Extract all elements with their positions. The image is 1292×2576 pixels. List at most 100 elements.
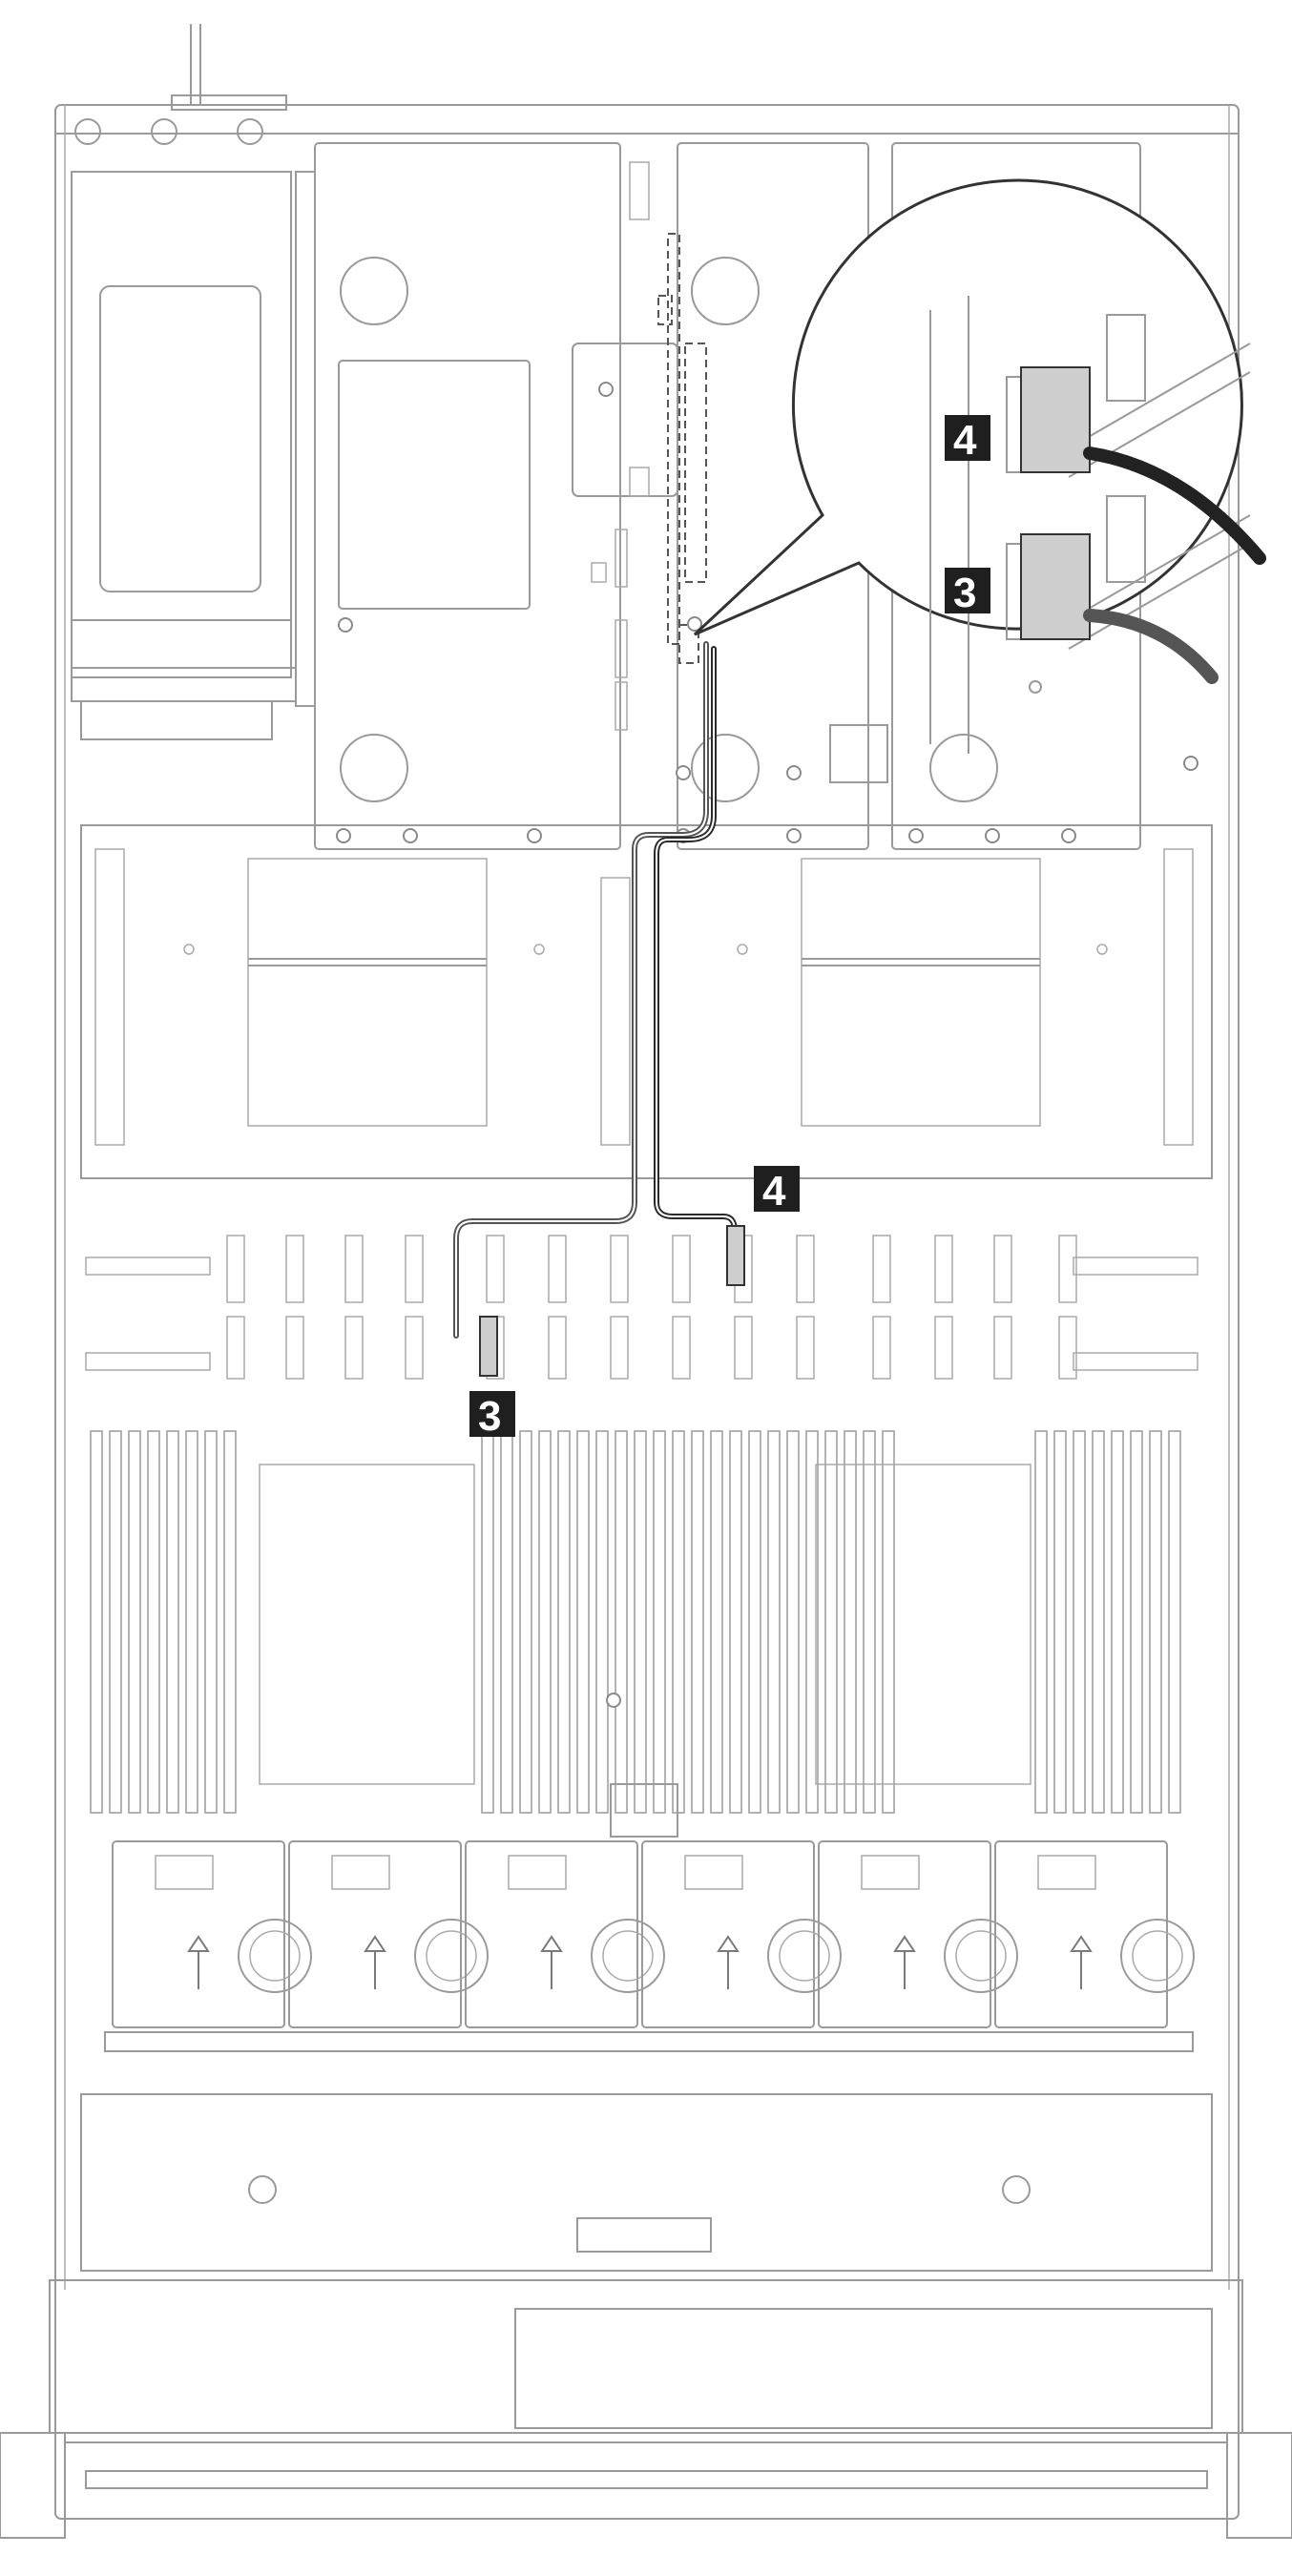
dimm-slot <box>595 1430 609 1814</box>
dimm-slot <box>147 1430 160 1814</box>
dimm-slot <box>863 1430 876 1814</box>
dimm-slot <box>786 1430 800 1814</box>
fan-module <box>288 1840 489 2028</box>
dimm-slot <box>691 1430 704 1814</box>
screw-icon <box>606 1693 621 1708</box>
pcie-connectors <box>85 1235 1198 1380</box>
cpu1-area <box>259 1464 475 1785</box>
dimm-slot <box>500 1430 513 1814</box>
pcie-slot <box>796 1316 815 1380</box>
svg-text:4: 4 <box>953 417 977 464</box>
connector-strip <box>1073 1257 1198 1276</box>
dimm-slot <box>481 1430 494 1814</box>
airflow-arrow-icon <box>893 1935 916 1989</box>
pcie-slot <box>872 1316 891 1380</box>
connector-strip <box>1073 1352 1198 1371</box>
pcie-slot <box>610 1316 629 1380</box>
callout-4-zoom: 4 <box>945 415 990 464</box>
svg-text:3: 3 <box>953 570 976 616</box>
airflow-arrow-icon <box>187 1935 210 1989</box>
dimm-slot <box>1053 1430 1067 1814</box>
fan-module <box>112 1840 312 2028</box>
dimm-slot <box>576 1430 590 1814</box>
cable-3 <box>453 641 709 1339</box>
dimm-slot <box>672 1430 685 1814</box>
pcie-slot <box>993 1316 1012 1380</box>
svg-text:4: 4 <box>762 1168 786 1215</box>
connector-4-zoom <box>1020 366 1091 473</box>
pcie-slot <box>548 1235 567 1303</box>
pcie-slot <box>610 1235 629 1303</box>
dimm-slot <box>1149 1430 1162 1814</box>
airflow-arrow-icon <box>717 1935 740 1989</box>
front-bezel <box>0 2031 1292 2539</box>
callout-4-board: 4 <box>754 1166 800 1215</box>
pcie-slot <box>226 1316 245 1380</box>
power-supply-bay <box>71 118 316 740</box>
dimm-slot <box>1092 1430 1105 1814</box>
pcie-slot <box>344 1316 364 1380</box>
pcie-slot <box>1058 1235 1077 1303</box>
dimm-slot <box>109 1430 122 1814</box>
dimm-slot <box>1034 1430 1048 1814</box>
pcie-slot <box>405 1316 424 1380</box>
pcie-slot <box>672 1316 691 1380</box>
pcie-slot <box>934 1235 953 1303</box>
callout-3-zoom: 3 <box>945 568 990 616</box>
pcie-slot <box>226 1235 245 1303</box>
connector-3-board <box>479 1316 498 1377</box>
connector-strip <box>85 1257 211 1276</box>
dimm-slot <box>1130 1430 1143 1814</box>
pcie-slot <box>486 1235 505 1303</box>
dimm-slot <box>204 1430 218 1814</box>
pcie-slot <box>934 1316 953 1380</box>
dimm-slot <box>185 1430 198 1814</box>
pcie-slot <box>672 1235 691 1303</box>
pcie-slot <box>344 1235 364 1303</box>
dimm-slot <box>538 1430 552 1814</box>
zoom-detail-bubble <box>693 178 1266 754</box>
dimm-slot <box>615 1430 628 1814</box>
dimm-slot <box>882 1430 895 1814</box>
fan-module <box>465 1840 665 2028</box>
riser-cage-2 <box>572 142 869 850</box>
dimm-slot <box>557 1430 571 1814</box>
connector-strip <box>85 1352 211 1371</box>
dimm-slot <box>805 1430 819 1814</box>
cpu2-area <box>815 1464 1032 1785</box>
riser-cage-1 <box>314 142 621 850</box>
dimm-slot <box>634 1430 647 1814</box>
dimm-slot <box>824 1430 838 1814</box>
pcie-slot <box>285 1316 304 1380</box>
dimm-slot <box>748 1430 761 1814</box>
pcie-slot <box>796 1235 815 1303</box>
pcie-slot <box>993 1235 1012 1303</box>
dimm-slot <box>90 1430 103 1814</box>
connector-3-zoom <box>1020 533 1091 640</box>
callout-3-board: 3 <box>469 1391 515 1440</box>
fan-module <box>818 1840 1018 2028</box>
airflow-arrow-icon <box>540 1935 563 1989</box>
dimm-slot <box>767 1430 781 1814</box>
fan-modules <box>112 1840 1195 2028</box>
pcie-slot <box>548 1316 567 1380</box>
dimm-slot <box>1111 1430 1124 1814</box>
fan-module <box>994 1840 1195 2028</box>
airflow-arrow-icon <box>1070 1935 1093 1989</box>
dimm-slot <box>729 1430 742 1814</box>
dimm-slot <box>1073 1430 1086 1814</box>
dimm-slot <box>653 1430 666 1814</box>
airflow-arrow-icon <box>364 1935 386 1989</box>
pcie-slot <box>405 1235 424 1303</box>
dimm-slot <box>166 1430 179 1814</box>
dimm-slot <box>519 1430 532 1814</box>
dimm-slots <box>90 1430 1181 1814</box>
connector-4-board <box>726 1225 745 1286</box>
dimm-slot <box>710 1430 723 1814</box>
pcie-slot <box>872 1235 891 1303</box>
dimm-slot <box>844 1430 857 1814</box>
pcie-slot <box>1058 1316 1077 1380</box>
dimm-slot <box>223 1430 237 1814</box>
fan-module <box>641 1840 842 2028</box>
